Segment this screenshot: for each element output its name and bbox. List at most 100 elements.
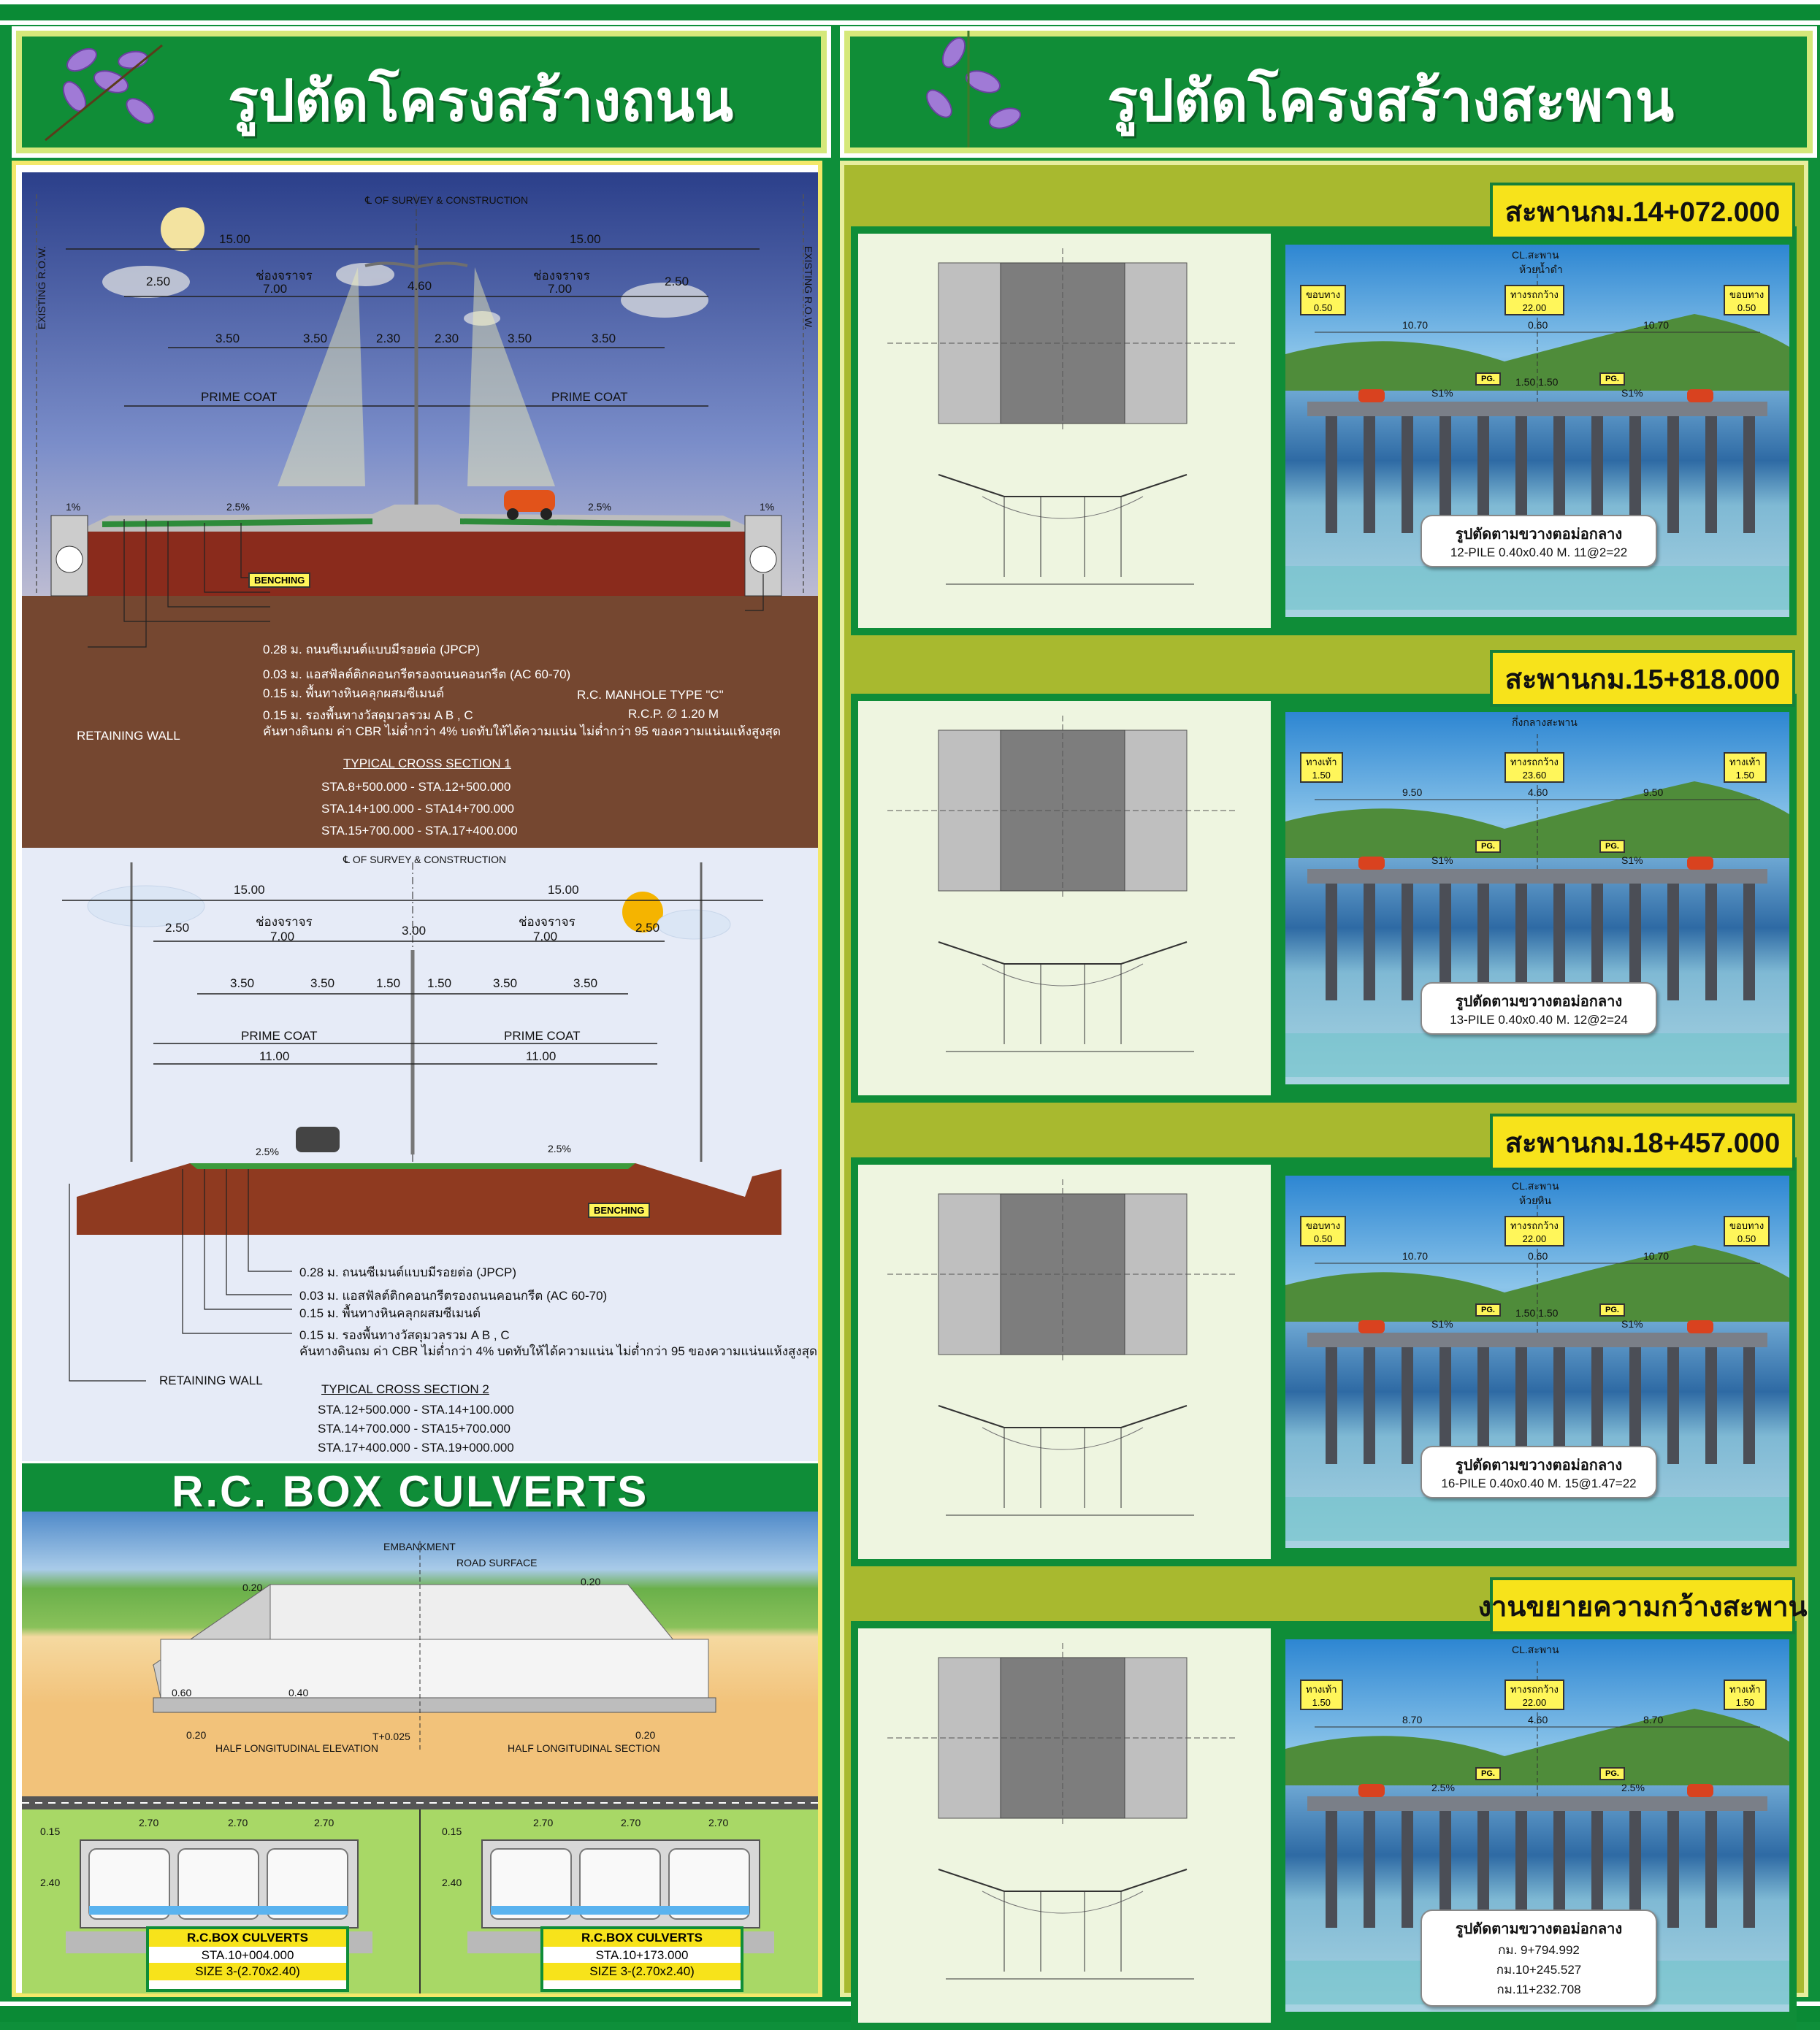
lane-dim-1: 3.50 (230, 976, 255, 990)
section-label: HALF LONGITUDINAL SECTION (508, 1742, 660, 1754)
height-right: 2.40 (442, 1877, 462, 1888)
width-right: 11.00 (526, 1049, 557, 1063)
culvert-title-bar: R.C. BOX CULVERTS (22, 1463, 818, 1516)
benching-label: BENCHING (248, 572, 311, 588)
cl-sub-label: ห้วยหิน (1519, 1195, 1552, 1206)
lane-dim-2: 3.50 (310, 976, 335, 990)
slope-right: 2.5% (588, 501, 611, 513)
shoulder-left: 2.50 (165, 921, 190, 935)
width-left: 11.00 (259, 1049, 290, 1063)
lane-dim-6: 3.50 (592, 332, 616, 345)
left-edge-value: 0.50 (1313, 302, 1333, 313)
lane-right-width: 7.00 (533, 930, 558, 943)
survey-line-label: ℄ OF SURVEY & CONSTRUCTION (343, 854, 507, 865)
dim-right-half: 15.00 (548, 883, 579, 897)
lane-right-label: ช่องจราจร (533, 269, 590, 283)
left-edge-name: ขอบทาง (1306, 1220, 1341, 1231)
right-header-title: รูปตัดโครงสร้างสะพาน (1107, 69, 1675, 133)
bridge-svg (1285, 267, 1789, 610)
retaining-wall-label: RETAINING WALL (159, 1374, 263, 1387)
mid-name: ทางรถกว้าง (1510, 1220, 1559, 1231)
dim-right-half: 15.00 (570, 232, 601, 246)
right-edge-name: ทางเท้า (1729, 1684, 1761, 1695)
culvert-title: R.C. BOX CULVERTS (172, 1467, 649, 1516)
slope-right: S1% (1621, 854, 1643, 866)
left-edge-name: ขอบทาง (1306, 289, 1341, 300)
dim-020-top: 0.20 (242, 1582, 263, 1593)
layer-3: 0.15 ม. พื้นทางหินคลุกผสมซีเมนต์ (299, 1306, 481, 1320)
dim-020-bottom-right: 0.20 (635, 1729, 656, 1741)
road-surface-label: ROAD SURFACE (456, 1557, 538, 1569)
bridge-plan-drawing (858, 701, 1271, 1095)
culvert-card-1-title: R.C.BOX CULVERTS (149, 1929, 346, 1947)
right-edge-value: 1.50 (1735, 1697, 1754, 1708)
section1-station-3: STA.15+700.000 - STA.17+400.000 (321, 824, 518, 838)
pier-card-line: 12-PILE 0.40x0.40 M. 11@2=22 (1450, 545, 1628, 559)
bridge-tag: สะพานกม.14+072.000 (1490, 183, 1795, 240)
pier-card: รูปตัดตามขวางตอม่อกลาง 12-PILE 0.40x0.40… (1421, 515, 1657, 567)
layer-5: คันทางดินถม ค่า CBR ไม่ต่ำกว่า 4% บดทับใ… (299, 1344, 818, 1358)
cross-section-1: ℄ OF SURVEY & CONSTRUCTION EXISTING R.O.… (22, 172, 818, 848)
benching-label: BENCHING (588, 1203, 651, 1218)
bridge-tag: งานขยายความกว้างสะพาน (1477, 1577, 1808, 1634)
right-edge-value: 1.50 (1735, 770, 1754, 781)
right-edge-name: ทางเท้า (1729, 757, 1761, 767)
dim-020-right: 0.20 (581, 1576, 601, 1587)
lane-dim-4: 1.50 (427, 976, 452, 990)
lane-right-width: 7.00 (548, 282, 573, 296)
embankment-label: EMBANKMENT (383, 1541, 456, 1552)
pier-card-title: รูปตัดตามขวางตอม่อกลาง (1455, 1921, 1623, 1937)
span-3: 2.70 (314, 1817, 334, 1828)
bridge-tag: สะพานกม.15+818.000 (1490, 650, 1795, 707)
cl-label: CL.สะพาน (1512, 249, 1559, 261)
slope-right: S1% (1621, 1318, 1643, 1330)
slope-right: 2.5% (1621, 1782, 1645, 1793)
slope-left: S1% (1431, 1318, 1453, 1330)
shoulder-right: 2.50 (665, 275, 689, 288)
culvert-card-2-title: R.C.BOX CULVERTS (543, 1929, 741, 1947)
slope-left: 2.5% (1431, 1782, 1455, 1793)
layer-4: 0.15 ม. รองพื้นทางวัสดุมวลรวม A B , C (299, 1328, 510, 1342)
dim-center: 4.60 (1528, 1714, 1548, 1726)
section1-drawing (22, 194, 818, 848)
lane-left-width: 7.00 (270, 930, 295, 943)
mid-value: 23.60 (1522, 770, 1547, 781)
prime-coat-left: PRIME COAT (241, 1029, 318, 1043)
shoulder-right: 2.50 (635, 921, 660, 935)
pier-card-line: 16-PILE 0.40x0.40 M. 15@1.47=22 (1441, 1476, 1637, 1490)
span-2: 2.70 (228, 1817, 248, 1828)
section2-title: TYPICAL CROSS SECTION 2 (321, 1382, 489, 1396)
pier-card: รูปตัดตามขวางตอม่อกลาง 13-PILE 0.40x0.40… (1421, 982, 1657, 1035)
layer-4: 0.15 ม. รองพื้นทางวัสดุมวลรวม A B , C (263, 708, 473, 722)
pier-card-line: 13-PILE 0.40x0.40 M. 12@2=24 (1450, 1013, 1628, 1027)
right-edge-name: ขอบทาง (1729, 1220, 1764, 1231)
layer-2: 0.03 ม. แอสฟัลต์ติกคอนกรีตรองถนนคอนกรีต … (263, 667, 571, 681)
flower-icon (45, 44, 163, 142)
plan-svg (887, 1179, 1238, 1516)
left-header-title: รูปตัดโครงสร้างถนน (228, 69, 734, 133)
layer-5: คันทางดินถม ค่า CBR ไม่ต่ำกว่า 4% บดทับใ… (263, 724, 781, 738)
span-4: 2.70 (533, 1817, 554, 1828)
right-edge-label: ทางเท้า 1.50 (1724, 752, 1767, 783)
lane-left-width: 7.00 (263, 282, 288, 296)
pier-card-line: กม.10+245.527 (1496, 1963, 1582, 1977)
dim-center: 0.60 (1528, 1250, 1548, 1262)
dim-left: 10.70 (1402, 1250, 1429, 1262)
lane-dim-4: 2.30 (435, 332, 459, 345)
side-slope-left: 1% (66, 501, 81, 513)
dim-left: 9.50 (1402, 786, 1423, 798)
mid-name: ทางรถกว้าง (1510, 757, 1559, 767)
row-left-label: EXISTING R.O.W. (36, 245, 48, 330)
row-right-label: EXISTING R.O.W. (803, 245, 815, 330)
mid-name: ทางรถกว้าง (1510, 289, 1559, 300)
lane-dim-5: 3.50 (508, 332, 532, 345)
pier-card-title: รูปตัดตามขวางตอม่อกลาง (1455, 994, 1623, 1010)
dim-right: 10.70 (1643, 319, 1670, 331)
pg-left: PG. (1475, 372, 1501, 386)
